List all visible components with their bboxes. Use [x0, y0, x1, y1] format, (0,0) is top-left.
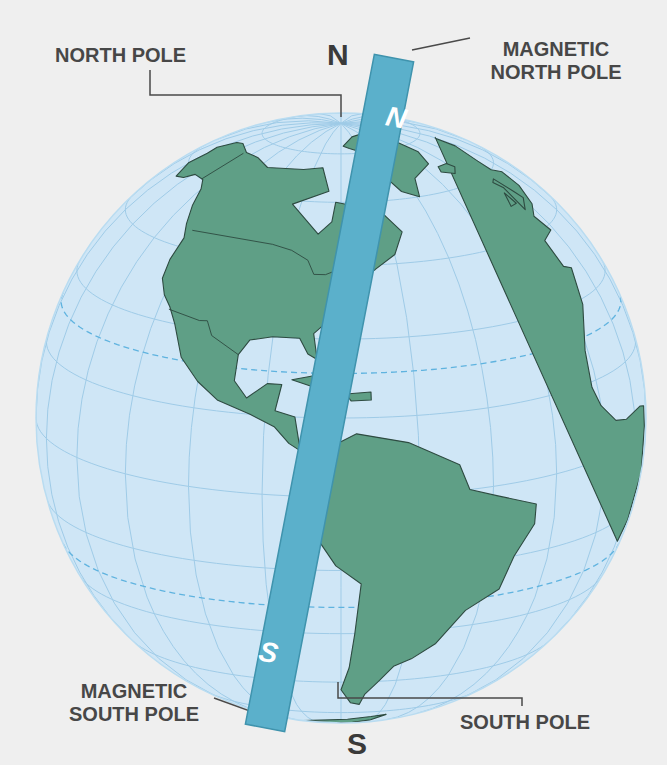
pole-label: NORTH POLE [55, 44, 186, 67]
continents [162, 133, 644, 722]
landmass [438, 164, 455, 174]
leader-line [412, 38, 470, 50]
country-border [202, 153, 244, 179]
pole-label: MAGNETIC NORTH POLE [478, 38, 634, 84]
magnet-pole-letter: S [256, 635, 280, 670]
country-border [169, 309, 238, 354]
leader-line [338, 682, 522, 706]
bar-magnet [245, 54, 413, 731]
pole-letter: S [347, 727, 367, 762]
magnet-body [245, 54, 413, 731]
leader-line [150, 70, 341, 117]
pole-label: MAGNETIC SOUTH POLE [56, 680, 212, 726]
pole-letter: N [327, 38, 349, 73]
landmass [435, 137, 644, 541]
pole-label: SOUTH POLE [460, 711, 590, 734]
landmass [309, 434, 536, 705]
landmass [493, 179, 525, 210]
landmass [504, 193, 516, 206]
magnet-pole-letter: N [383, 100, 409, 135]
